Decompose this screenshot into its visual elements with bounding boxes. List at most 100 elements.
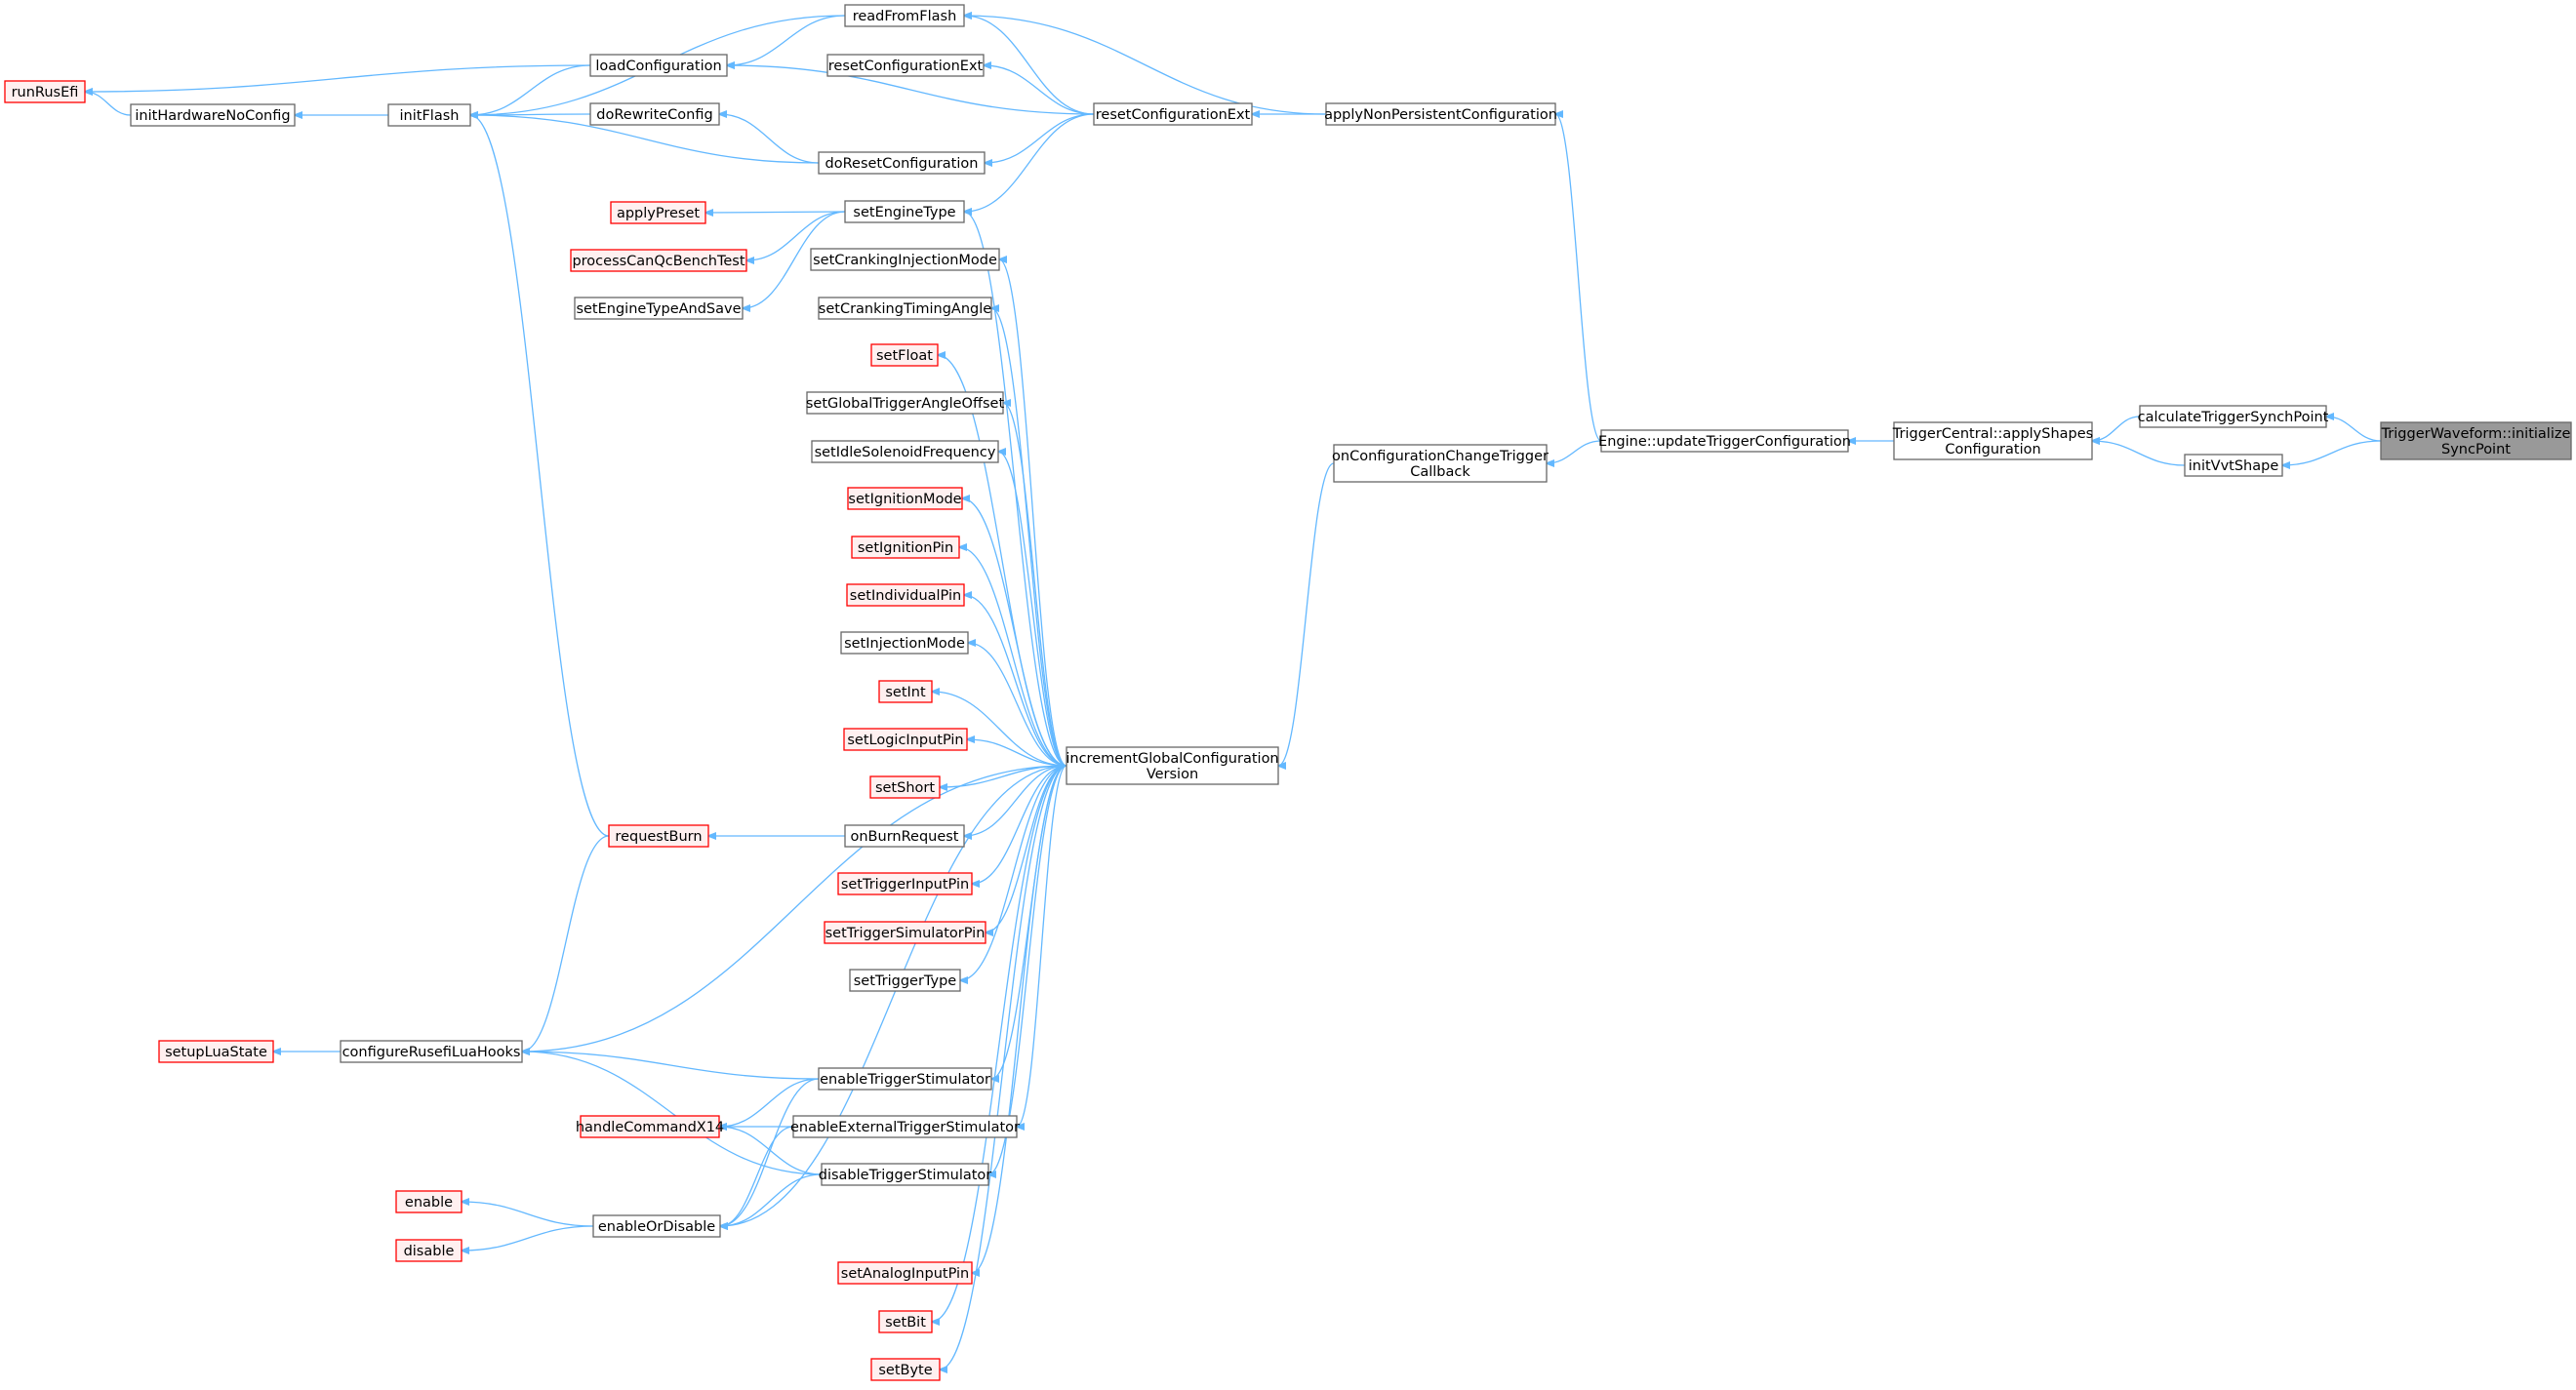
- node-box: [2139, 405, 2327, 428]
- node-initVvtShape[interactable]: initVvtShape: [2184, 454, 2283, 477]
- node-enableOrDisable[interactable]: enableOrDisable: [592, 1214, 721, 1238]
- node-setCrankingTimingAngle[interactable]: setCrankingTimingAngle: [818, 297, 992, 320]
- node-setTriggerSimulatorPin[interactable]: setTriggerSimulatorPin: [824, 921, 986, 944]
- node-label: setGlobalTriggerAngleOffset: [806, 396, 1005, 412]
- node-setIndividualPin[interactable]: setIndividualPin: [846, 583, 965, 607]
- node-initFlash[interactable]: initFlash: [387, 103, 471, 127]
- node-enableExternalTriggerStimulator[interactable]: enableExternalTriggerStimulator: [790, 1115, 1020, 1138]
- node-loadConfiguration[interactable]: loadConfiguration: [589, 54, 728, 77]
- node-setEngineType[interactable]: setEngineType: [844, 200, 965, 223]
- edge-enableOrDisable-to-disable: [462, 1225, 594, 1251]
- edge-setEngineType-to-processCanQcBenchTest: [746, 211, 846, 260]
- node-box: [810, 248, 1000, 271]
- node-label: applyNonPersistentConfiguration: [1324, 107, 1557, 123]
- edge-enableOrDisable-to-enable: [462, 1202, 594, 1227]
- node-setByte[interactable]: setByte: [870, 1358, 941, 1381]
- node-setIdleSolenoidFrequency[interactable]: setIdleSolenoidFrequency: [811, 440, 999, 463]
- node-setGlobalTriggerAngleOffset[interactable]: setGlobalTriggerAngleOffset: [806, 391, 1005, 415]
- node-applyNonPersistentConfiguration[interactable]: applyNonPersistentConfiguration: [1324, 102, 1557, 126]
- edge-incrementGlobalConfigurationVersion-to-enableTriggerStimulator: [991, 765, 1067, 1079]
- node-updateTriggerConfiguration[interactable]: Engine::updateTriggerConfiguration: [1598, 429, 1851, 453]
- node-box: [844, 4, 965, 27]
- node-label: disable: [404, 1244, 455, 1259]
- node-box: [589, 54, 728, 77]
- node-label: setTriggerType: [854, 973, 957, 989]
- node-setInjectionMode[interactable]: setInjectionMode: [840, 631, 969, 655]
- node-disable[interactable]: disable: [395, 1239, 463, 1262]
- node-handleCommandX14[interactable]: handleCommandX14: [576, 1115, 724, 1138]
- node-label: configureRusefiLuaHooks: [342, 1045, 521, 1060]
- node-box: [851, 536, 960, 559]
- edge-incrementGlobalConfigurationVersion-to-setTriggerInputPin: [972, 765, 1067, 884]
- node-label: TriggerWaveform::initialize: [2381, 426, 2571, 442]
- node-setShort[interactable]: setShort: [869, 775, 941, 799]
- node-box: [610, 201, 706, 224]
- edge-resetConfigurationExt-to-setEngineType: [964, 113, 1095, 212]
- node-disableTriggerStimulator[interactable]: disableTriggerStimulator: [819, 1163, 992, 1186]
- node-label: Callback: [1410, 464, 1470, 480]
- node-label: incrementGlobalConfiguration: [1066, 751, 1278, 767]
- node-label: resetConfigurationExt: [1096, 107, 1251, 123]
- node-box: [4, 80, 86, 103]
- node-resetConfigurationExt[interactable]: resetConfigurationExt: [1093, 102, 1253, 126]
- node-label: calculateTriggerSynchPoint: [2138, 410, 2329, 425]
- edge-enableTriggerStimulator-to-enableOrDisable: [720, 1078, 820, 1226]
- node-box: [1333, 444, 1548, 483]
- node-setCrankingInjectionMode[interactable]: setCrankingInjectionMode: [810, 248, 1000, 271]
- node-layer: runRusEfi initHardwareNoConfig initFlash lo…: [4, 4, 2572, 1381]
- node-setInt[interactable]: setInt: [878, 680, 933, 703]
- node-box: [821, 1163, 989, 1186]
- node-setAnalogInputPin[interactable]: setAnalogInputPin: [837, 1261, 973, 1285]
- node-label: handleCommandX14: [576, 1120, 724, 1135]
- node-applyPreset[interactable]: applyPreset: [610, 201, 706, 224]
- node-doRewriteConfig[interactable]: doRewriteConfig: [589, 102, 720, 126]
- node-label: setIndividualPin: [850, 588, 961, 604]
- node-setIgnitionMode[interactable]: setIgnitionMode: [847, 487, 963, 510]
- node-box: [1093, 102, 1253, 126]
- node-setIgnitionPin[interactable]: setIgnitionPin: [851, 536, 960, 559]
- node-box: [843, 728, 968, 751]
- node-processCanQcBenchTest[interactable]: processCanQcBenchTest: [570, 249, 747, 272]
- node-box: [878, 1310, 933, 1333]
- node-enableTriggerStimulator[interactable]: enableTriggerStimulator: [818, 1067, 992, 1091]
- node-setupLuaState[interactable]: setupLuaState: [158, 1040, 274, 1063]
- node-calculateTriggerSynchPoint[interactable]: calculateTriggerSynchPoint: [2138, 405, 2329, 428]
- node-box: [818, 151, 986, 175]
- node-box: [130, 103, 296, 127]
- node-box: [1066, 746, 1279, 785]
- edge-updateTriggerConfiguration-to-applyNonPersistentConfiguration: [1555, 114, 1602, 442]
- node-enable[interactable]: enable: [395, 1190, 463, 1213]
- node-box: [844, 200, 965, 223]
- node-label: disableTriggerStimulator: [819, 1168, 992, 1183]
- node-configureRusefiLuaHooks[interactable]: configureRusefiLuaHooks: [340, 1040, 523, 1063]
- node-label: setupLuaState: [165, 1045, 267, 1060]
- node-setBit[interactable]: setBit: [878, 1310, 933, 1333]
- node-label: setIgnitionMode: [848, 492, 961, 507]
- node-setFloat[interactable]: setFloat: [870, 343, 939, 367]
- node-initHardwareNoConfig[interactable]: initHardwareNoConfig: [130, 103, 296, 127]
- node-label: doResetConfiguration: [825, 156, 979, 172]
- node-runRusEfi[interactable]: runRusEfi: [4, 80, 86, 103]
- node-setEngineTypeAndSave[interactable]: setEngineTypeAndSave: [574, 297, 744, 320]
- node-doResetConfiguration[interactable]: doResetConfiguration: [818, 151, 986, 175]
- node-readFromFlash[interactable]: readFromFlash: [844, 4, 965, 27]
- node-label: setBit: [885, 1315, 926, 1330]
- node-setLogicInputPin[interactable]: setLogicInputPin: [843, 728, 968, 751]
- node-resetConfigurationExt2[interactable]: resetConfigurationExt: [826, 54, 985, 77]
- node-setTriggerType[interactable]: setTriggerType: [849, 969, 961, 992]
- node-label: setTriggerSimulatorPin: [825, 926, 986, 941]
- node-box: [847, 487, 963, 510]
- node-label: setAnalogInputPin: [841, 1266, 969, 1282]
- edge-enableExternalTriggerStimulator-to-enableOrDisable: [720, 1126, 794, 1226]
- node-setTriggerInputPin[interactable]: setTriggerInputPin: [837, 872, 973, 895]
- node-label: applyPreset: [617, 206, 700, 221]
- node-onBurnRequest[interactable]: onBurnRequest: [844, 824, 965, 848]
- node-requestBurn[interactable]: requestBurn: [608, 824, 709, 848]
- node-box: [870, 343, 939, 367]
- edge-initializeSyncPoint-to-initVvtShape: [2282, 440, 2382, 465]
- node-box: [2184, 454, 2283, 477]
